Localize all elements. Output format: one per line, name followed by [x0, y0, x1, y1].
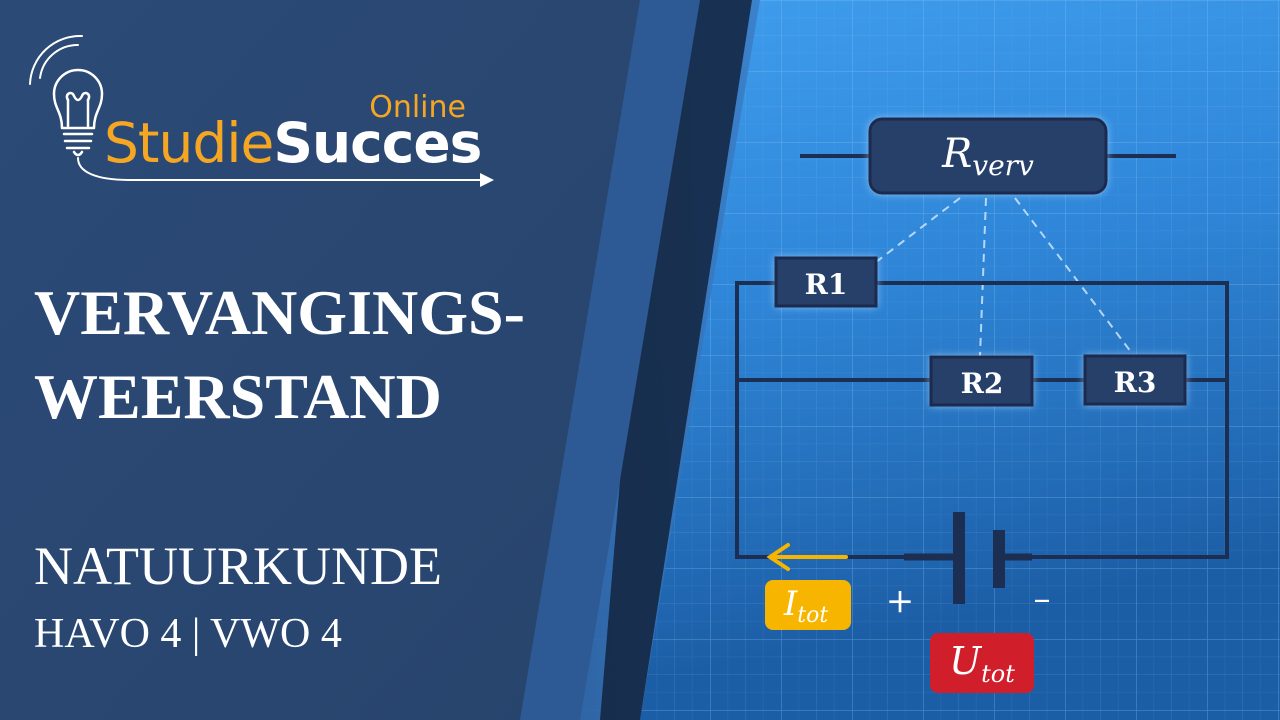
levels-label: HAVO 4 | VWO 4	[34, 611, 342, 657]
brand-logo: StudieSucces Online	[29, 34, 494, 187]
voltage-label: Utot	[949, 639, 1015, 688]
resistor-r3	[1083, 354, 1187, 406]
resistor-r2-label: R2	[961, 367, 1004, 400]
current-label: Itot	[783, 584, 829, 628]
current-badge	[765, 580, 851, 630]
lightbulb-icon	[29, 34, 489, 181]
rverv-label: Rverv	[941, 131, 1034, 182]
divider-stripe-dark	[600, 0, 752, 720]
circuit-diagram: + – Rverv R1 R2 R3 Itot Utot	[735, 117, 1229, 693]
voltage-badge	[930, 633, 1034, 693]
svg-text:StudieSucces: StudieSucces	[104, 111, 481, 175]
brand-name-part1: Studie	[104, 111, 273, 175]
resistor-r1	[774, 256, 878, 308]
divider-stripe-mid	[520, 0, 700, 720]
arrow-head-icon	[480, 173, 494, 187]
rverv-component	[868, 117, 1108, 195]
resistor-r2	[929, 355, 1034, 407]
brand-name-part2: Succes	[273, 111, 481, 175]
minus-sign: –	[1034, 579, 1051, 619]
equivalence-dashes	[875, 197, 1135, 357]
plus-sign: +	[886, 581, 915, 621]
resistor-r3-label: R3	[1114, 366, 1157, 399]
brand-tag: Online	[369, 90, 466, 125]
battery-symbol	[904, 512, 1032, 604]
title-line2: WEERSTAND	[34, 361, 442, 432]
subject-label: NATUURKUNDE	[34, 536, 442, 596]
title-line1: VERVANGINGS-	[34, 277, 525, 348]
resistor-r1-label: R1	[805, 268, 848, 301]
current-arrow-icon	[766, 543, 848, 571]
